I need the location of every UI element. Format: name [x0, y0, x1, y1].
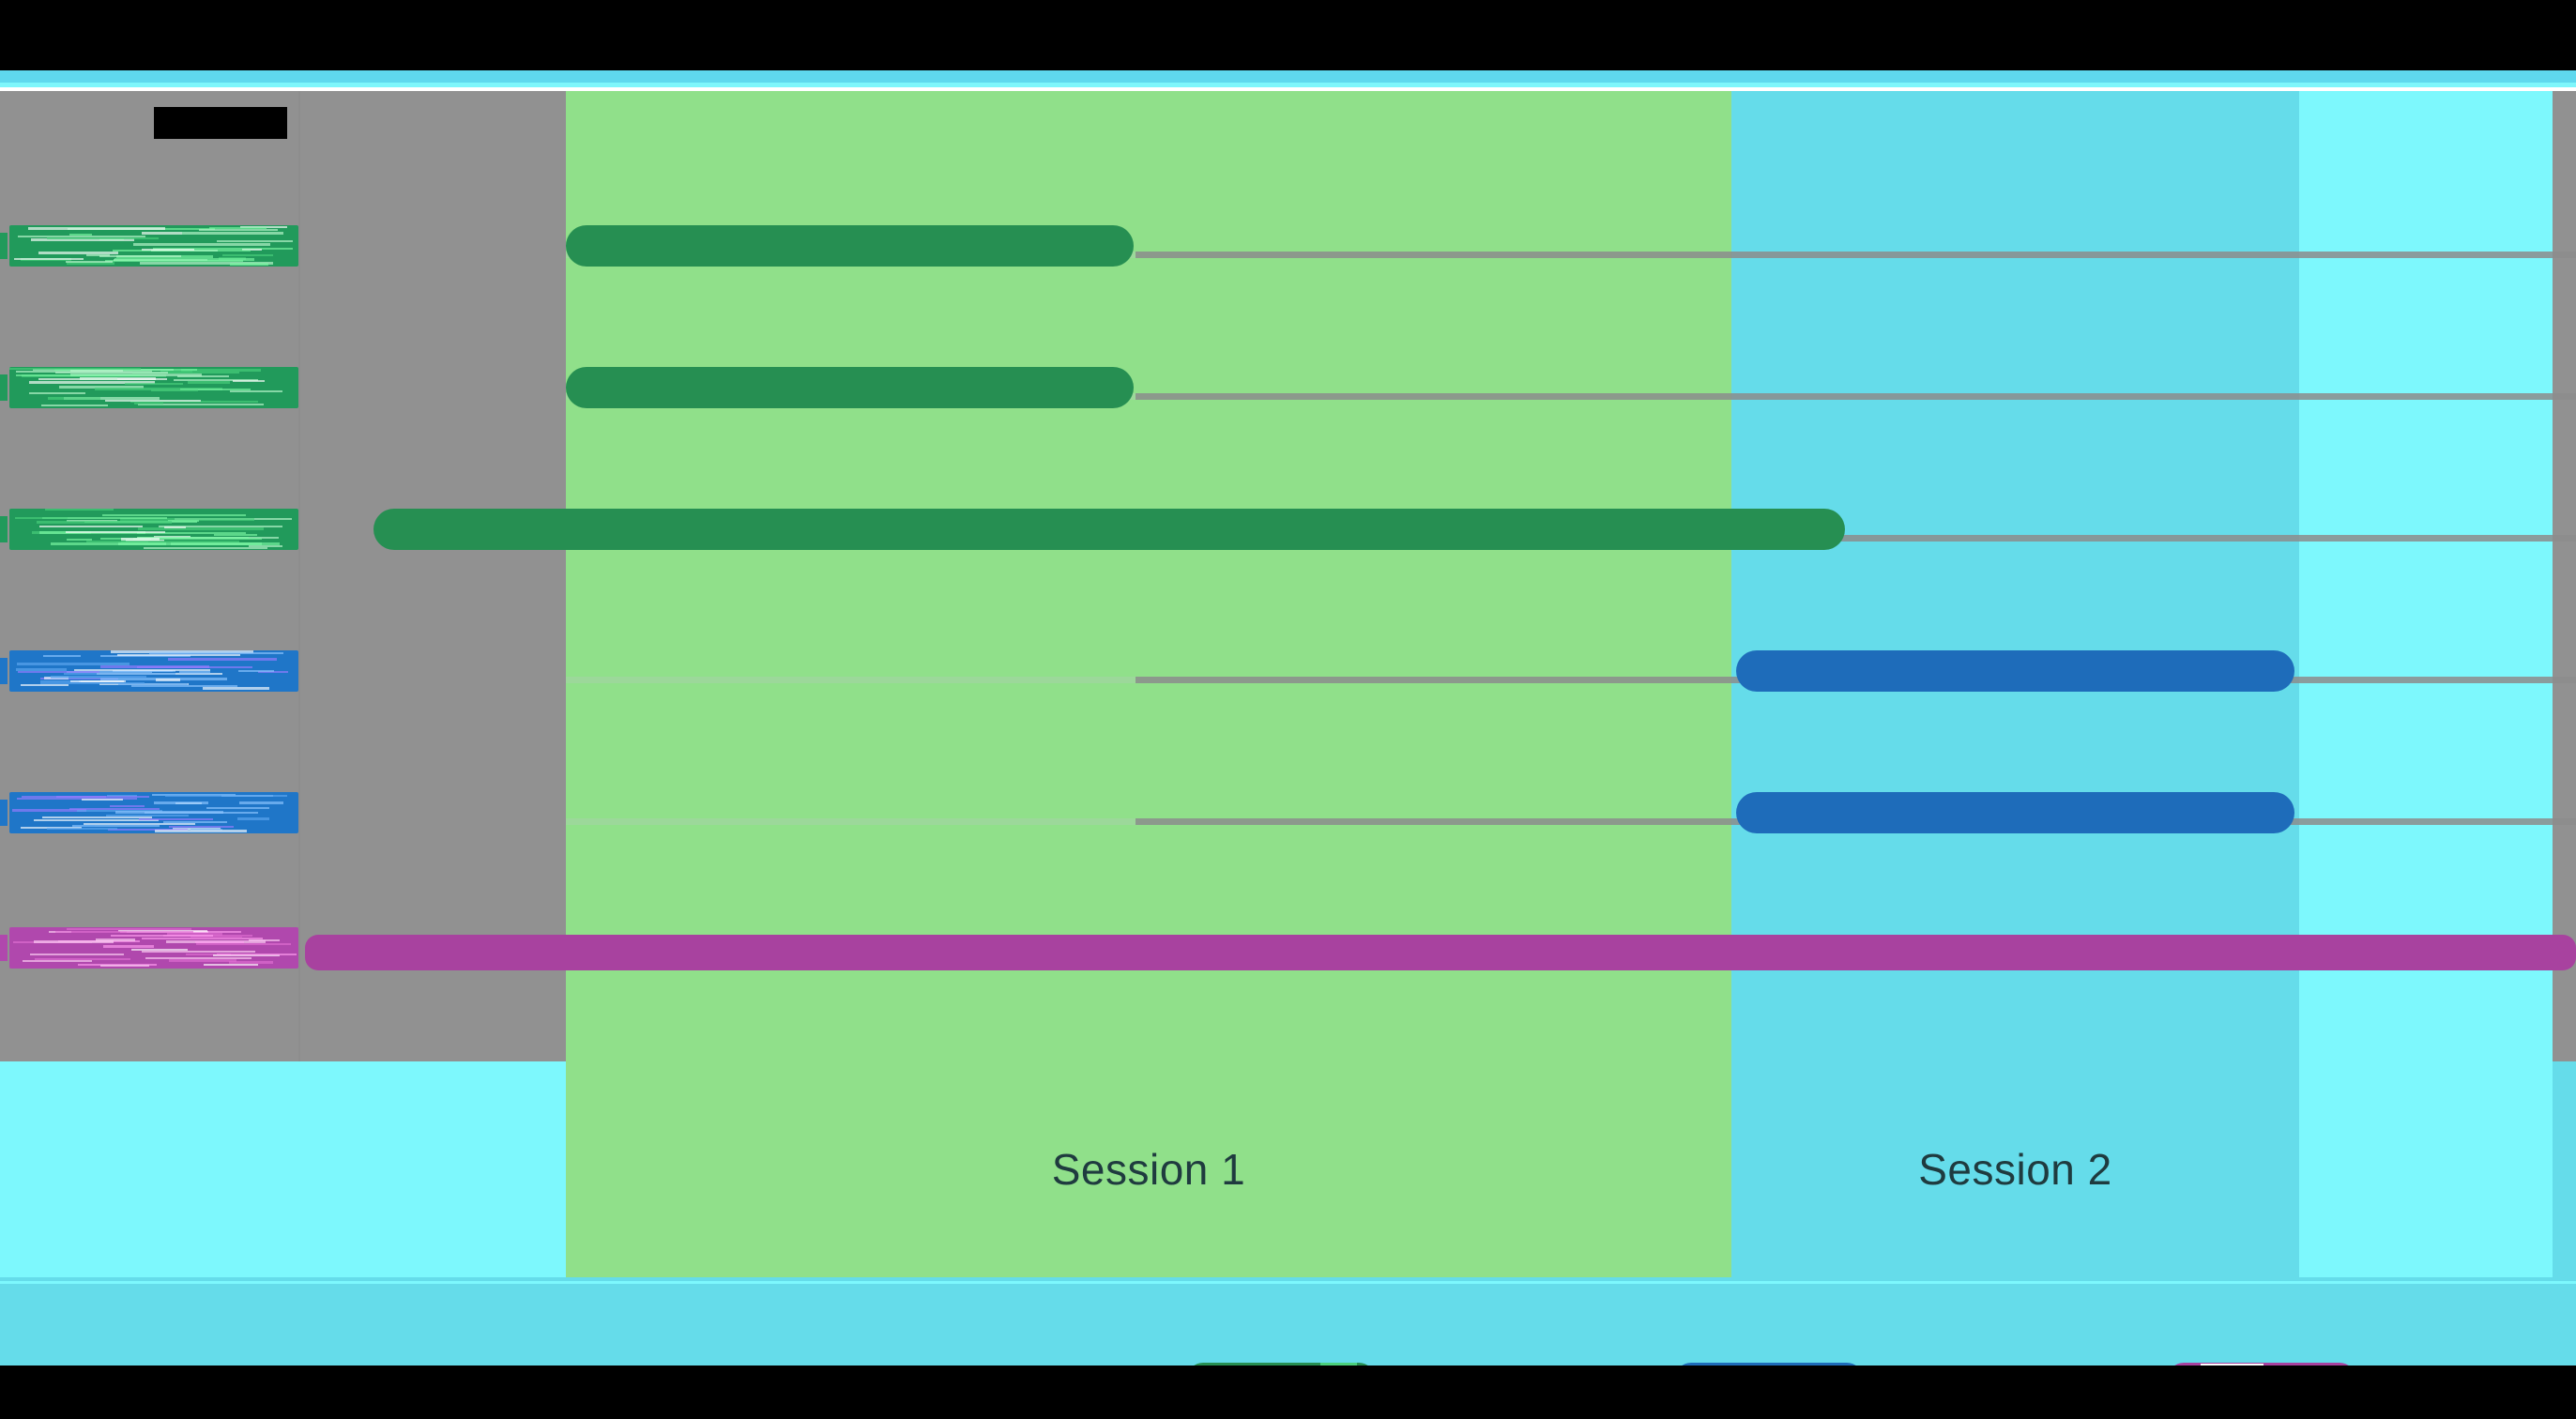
gantt-bar-row-3[interactable] — [373, 509, 1845, 550]
row-label-row-5 — [9, 792, 298, 833]
letterbox-bottom — [0, 1366, 2576, 1419]
gantt-bar-row-6[interactable] — [305, 935, 2576, 970]
session-band-3 — [2299, 91, 2553, 1061]
axis-tick — [0, 374, 8, 401]
gutter-divider — [298, 91, 300, 1061]
row-label-row-3 — [9, 509, 298, 550]
bottom-hairline — [0, 1281, 2576, 1284]
row-label-gutter — [0, 91, 566, 1061]
row-label-row-4 — [9, 650, 298, 692]
gridline — [566, 677, 1136, 683]
session-2-caption: Session 2 — [1731, 1061, 2299, 1277]
footer-strip-left — [0, 1061, 566, 1277]
gantt-bar-row-5[interactable] — [1736, 792, 2294, 833]
row-label-row-1 — [9, 225, 298, 267]
axis-tick — [0, 516, 8, 542]
axis-tick — [0, 233, 8, 259]
gantt-bar-row-4[interactable] — [1736, 650, 2294, 692]
chart-figure: Session 1 Session 2 — [0, 91, 2576, 1366]
footer-strip-session-3 — [2299, 1061, 2553, 1277]
axis-tick — [0, 800, 8, 826]
gantt-bar-row-1[interactable] — [566, 225, 1134, 267]
right-gutter — [2553, 91, 2576, 1061]
gridline — [1136, 252, 2576, 258]
gridline — [566, 818, 1136, 825]
row-label-row-6 — [9, 927, 298, 969]
top-accent-strip — [0, 70, 2576, 83]
session-band-2 — [1731, 91, 2299, 1061]
row-label-row-2 — [9, 367, 298, 408]
gantt-bar-row-2[interactable] — [566, 367, 1134, 408]
axis-tick — [0, 658, 8, 684]
gridline — [1136, 393, 2576, 400]
footer-strip-right — [2553, 1061, 2576, 1277]
axis-tick — [0, 935, 8, 961]
session-1-caption: Session 1 — [566, 1061, 1731, 1277]
chart-title-redacted — [154, 107, 287, 139]
letterbox-top — [0, 0, 2576, 70]
